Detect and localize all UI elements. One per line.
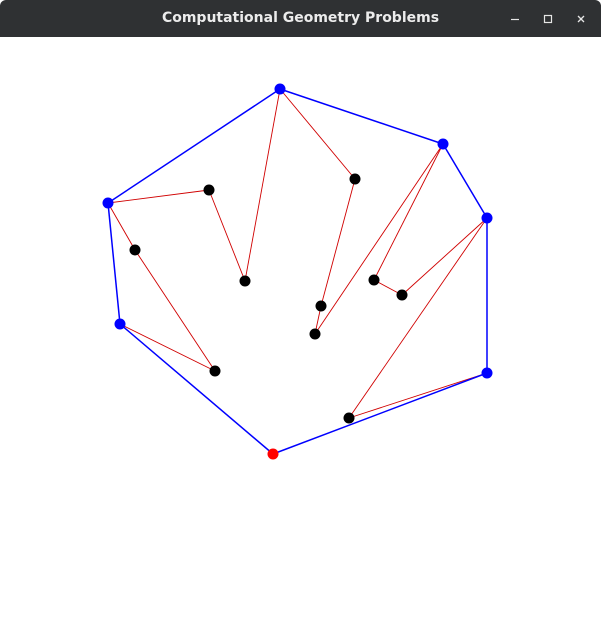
interior-edge [320, 178, 356, 307]
hull-edge [442, 143, 488, 219]
interior-edge [107, 189, 210, 204]
interior-point [129, 244, 141, 256]
hull-edge [107, 202, 121, 325]
minimize-button[interactable] [505, 9, 525, 29]
hull-point [481, 367, 493, 379]
interior-point [209, 365, 221, 377]
hull-edge [272, 372, 488, 455]
minimize-icon [511, 18, 519, 21]
interior-edge [314, 143, 444, 335]
hull-point [481, 212, 493, 224]
close-button[interactable] [571, 9, 591, 29]
interior-edge [107, 202, 136, 251]
interior-edge [373, 143, 444, 281]
start-point [267, 448, 279, 460]
interior-point [349, 173, 361, 185]
interior-point [309, 328, 321, 340]
interior-edge [401, 217, 488, 296]
hull-edge [119, 323, 274, 455]
interior-point [343, 412, 355, 424]
hull-point [114, 318, 126, 330]
interior-edge [348, 372, 488, 419]
geometry-plot [102, 83, 493, 460]
interior-point [368, 274, 380, 286]
hull-edge [279, 88, 444, 145]
close-icon [577, 15, 585, 23]
interior-edge [279, 88, 356, 180]
interior-edge [244, 88, 281, 282]
title-bar[interactable]: Computational Geometry Problems [0, 0, 601, 37]
maximize-icon [543, 14, 553, 24]
window-title: Computational Geometry Problems [161, 10, 440, 26]
interior-point [239, 275, 251, 287]
hull-point [102, 197, 114, 209]
hull-point [274, 83, 286, 95]
interior-edge [119, 323, 216, 372]
hull-edge [107, 88, 281, 204]
drawing-canvas[interactable] [0, 37, 601, 636]
hull-point [437, 138, 449, 150]
interior-point [315, 300, 327, 312]
interior-edge [134, 249, 216, 372]
interior-edge [348, 217, 488, 419]
interior-edge [208, 189, 246, 282]
interior-point [203, 184, 215, 196]
maximize-button[interactable] [538, 9, 558, 29]
interior-point [396, 289, 408, 301]
